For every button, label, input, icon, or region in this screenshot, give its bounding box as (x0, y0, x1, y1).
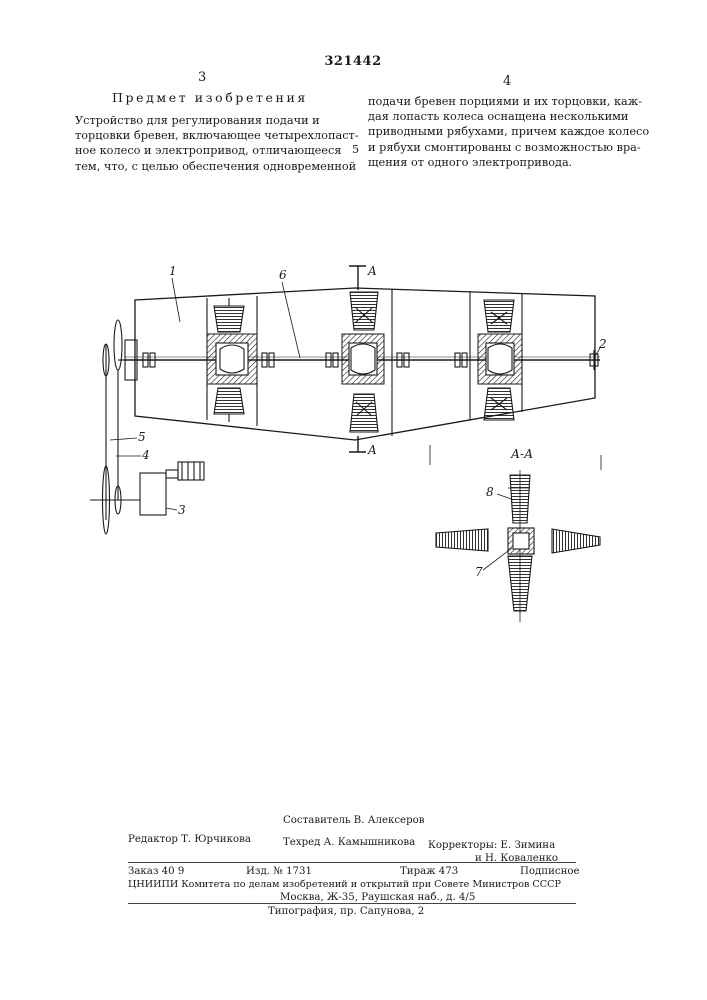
wheel-unit-3 (478, 300, 522, 420)
credits-correctors: Корректоры: Е. Зимина (428, 839, 555, 852)
credits-podpisnoe: Подписное (520, 865, 580, 878)
wheel-unit-1 (207, 298, 257, 422)
label-1: 1 (169, 264, 177, 278)
credits-correctors-2: и Н. Коваленко (475, 852, 558, 865)
wheel-unit-2 (342, 292, 384, 432)
credits-izd: Изд. № 1731 (246, 865, 312, 878)
label-section-top: A (367, 264, 377, 278)
label-5: 5 (138, 430, 146, 444)
section-view-wheel (436, 470, 600, 622)
label-6: 6 (279, 268, 287, 282)
credits-editor: Редактор Т. Юрчикова (128, 833, 251, 846)
label-section-view: А-А (510, 447, 533, 461)
label-4: 4 (141, 448, 150, 462)
label-section-bottom: A (367, 443, 377, 457)
credits-order: Заказ 40 9 (128, 865, 184, 878)
label-3: 3 (178, 503, 186, 517)
credits-tirazh: Тираж 473 (400, 865, 458, 878)
credits-organization: ЦНИИПИ Комитета по делам изобретений и о… (128, 878, 561, 891)
label-8: 8 (486, 485, 494, 499)
divider (128, 862, 576, 863)
label-7: 7 (475, 565, 483, 579)
divider (128, 903, 576, 904)
label-2: 2 (598, 337, 607, 351)
drive-motor (90, 462, 204, 534)
credits-printing: Типография, пр. Сапунова, 2 (268, 905, 424, 918)
credits-techred: Техред А. Камышникова (283, 836, 415, 849)
credits-compiler: Составитель В. Алексеров (283, 814, 424, 827)
